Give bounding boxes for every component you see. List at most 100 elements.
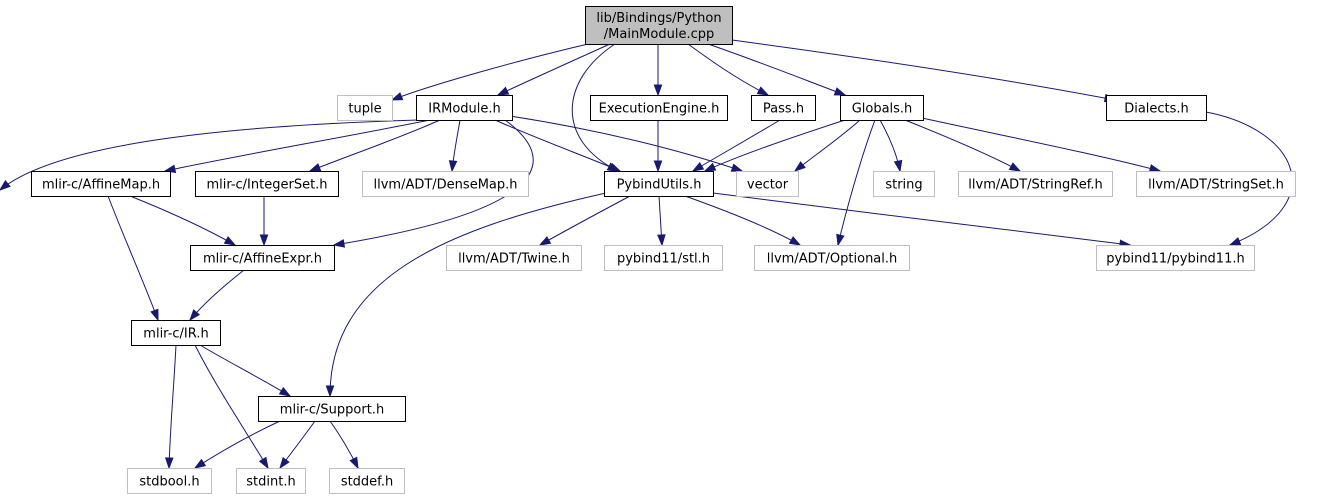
node-box — [190, 245, 335, 271]
edge-line — [309, 119, 441, 172]
node-support[interactable]: mlir-c/Support.h — [258, 396, 406, 422]
node-globals[interactable]: Globals.h — [840, 95, 924, 121]
edge-pass-pybindutils — [691, 119, 781, 172]
node-integerset[interactable]: mlir-c/IntegerSet.h — [195, 171, 339, 197]
edge-root-tuple — [390, 43, 589, 101]
edge-affinemap-affineexpr — [129, 195, 237, 246]
node-box — [1136, 171, 1296, 197]
node-affineexpr[interactable]: mlir-c/AffineExpr.h — [190, 245, 335, 271]
node-affinemap[interactable]: mlir-c/AffineMap.h — [31, 171, 171, 197]
node-label: stdbool.h — [139, 475, 199, 490]
arrow-head — [1228, 237, 1242, 246]
edge-support-stddef — [329, 420, 359, 470]
node-label: stdint.h — [246, 475, 295, 490]
edge-root-irmodule — [496, 43, 611, 96]
node-box — [1096, 245, 1255, 271]
arrow-head — [332, 239, 346, 248]
edge-support-stdint — [279, 420, 316, 470]
node-pass[interactable]: Pass.h — [751, 95, 816, 121]
edge-pybindutils-twine — [538, 195, 631, 246]
edge-line — [329, 192, 607, 397]
node-box — [604, 245, 723, 271]
node-box — [362, 171, 529, 197]
arrow-head — [1008, 162, 1022, 172]
arrow-head — [788, 236, 802, 246]
node-irmodule[interactable]: IRModule.h — [416, 95, 513, 121]
node-label: stddef.h — [341, 475, 393, 490]
edge-line — [509, 115, 743, 172]
edge-line — [189, 269, 245, 321]
edge-integerset-affineexpr — [259, 196, 269, 247]
edge-line — [497, 43, 611, 96]
edge-line — [194, 420, 281, 469]
edge-line — [921, 117, 1161, 172]
node-box — [873, 171, 935, 197]
edge-line — [712, 192, 1131, 246]
node-box — [236, 468, 306, 494]
node-box — [840, 95, 924, 121]
edge-line — [539, 195, 631, 246]
edge-globals-optional — [836, 119, 876, 247]
edge-dialects-pybind11 — [1205, 111, 1293, 246]
arrow-head — [189, 309, 201, 322]
node-box — [131, 320, 221, 346]
node-label: Globals.h — [852, 102, 913, 117]
edge-line — [391, 43, 589, 101]
node-box — [31, 171, 171, 197]
node-ir[interactable]: mlir-c/IR.h — [131, 320, 221, 346]
arrow-head — [390, 92, 404, 101]
node-box — [258, 396, 406, 422]
edge-line — [494, 119, 621, 172]
edge-ir-stdbool — [164, 344, 177, 470]
edge-irmodule-affinemap — [163, 119, 431, 174]
node-box — [1106, 95, 1207, 121]
edge-irmodule-pybindutils — [494, 119, 622, 172]
node-box — [751, 95, 816, 121]
arrow-head — [657, 234, 666, 247]
edge-ir-stdint — [194, 344, 269, 470]
arrow-head — [448, 160, 458, 173]
node-execengine[interactable]: ExecutionEngine.h — [590, 95, 728, 121]
edge-line — [199, 344, 291, 397]
arrow-head — [259, 234, 269, 247]
edge-line — [168, 344, 177, 469]
node-pybind11: pybind11/pybind11.h — [1096, 245, 1255, 271]
node-label: ExecutionEngine.h — [599, 102, 720, 117]
node-pybindutils[interactable]: PybindUtils.h — [604, 171, 714, 197]
node-tuple: tuple — [337, 95, 393, 121]
arrow-head — [836, 233, 845, 247]
node-densemap: llvm/ADT/DenseMap.h — [362, 171, 529, 197]
node-stringset: llvm/ADT/StringSet.h — [1136, 171, 1296, 197]
node-box — [195, 171, 339, 197]
node-label: pybind11/stl.h — [617, 252, 710, 267]
edge-irmodule-vector — [509, 115, 744, 172]
node-stringref: llvm/ADT/StringRef.h — [958, 171, 1113, 197]
node-box — [127, 468, 212, 494]
edge-line — [904, 119, 1021, 172]
edge-root-pass — [687, 43, 770, 96]
arrow-head — [538, 236, 552, 246]
node-label: vector — [747, 178, 789, 193]
node-dialects[interactable]: Dialects.h — [1106, 95, 1207, 121]
node-label: Pass.h — [763, 102, 804, 117]
arrow-head — [0, 179, 11, 191]
node-vector: vector — [736, 171, 799, 197]
node-label: /MainModule.cpp — [604, 27, 714, 42]
node-box — [604, 171, 714, 197]
edge-line — [571, 43, 619, 172]
edge-globals-stringset — [921, 117, 1162, 173]
arrow-head — [703, 162, 717, 172]
arrow-head — [691, 161, 705, 172]
edge-line — [164, 119, 431, 172]
node-stdbool: stdbool.h — [127, 468, 212, 494]
edge-support-stdbool — [193, 420, 281, 469]
edge-line — [837, 119, 876, 246]
arrow-head — [793, 161, 806, 172]
edge-line — [684, 195, 801, 246]
arrow-head — [1148, 164, 1162, 173]
node-box — [416, 95, 513, 121]
arrow-head — [653, 84, 663, 97]
edge-line — [731, 39, 1116, 101]
arrow-head — [325, 385, 335, 398]
